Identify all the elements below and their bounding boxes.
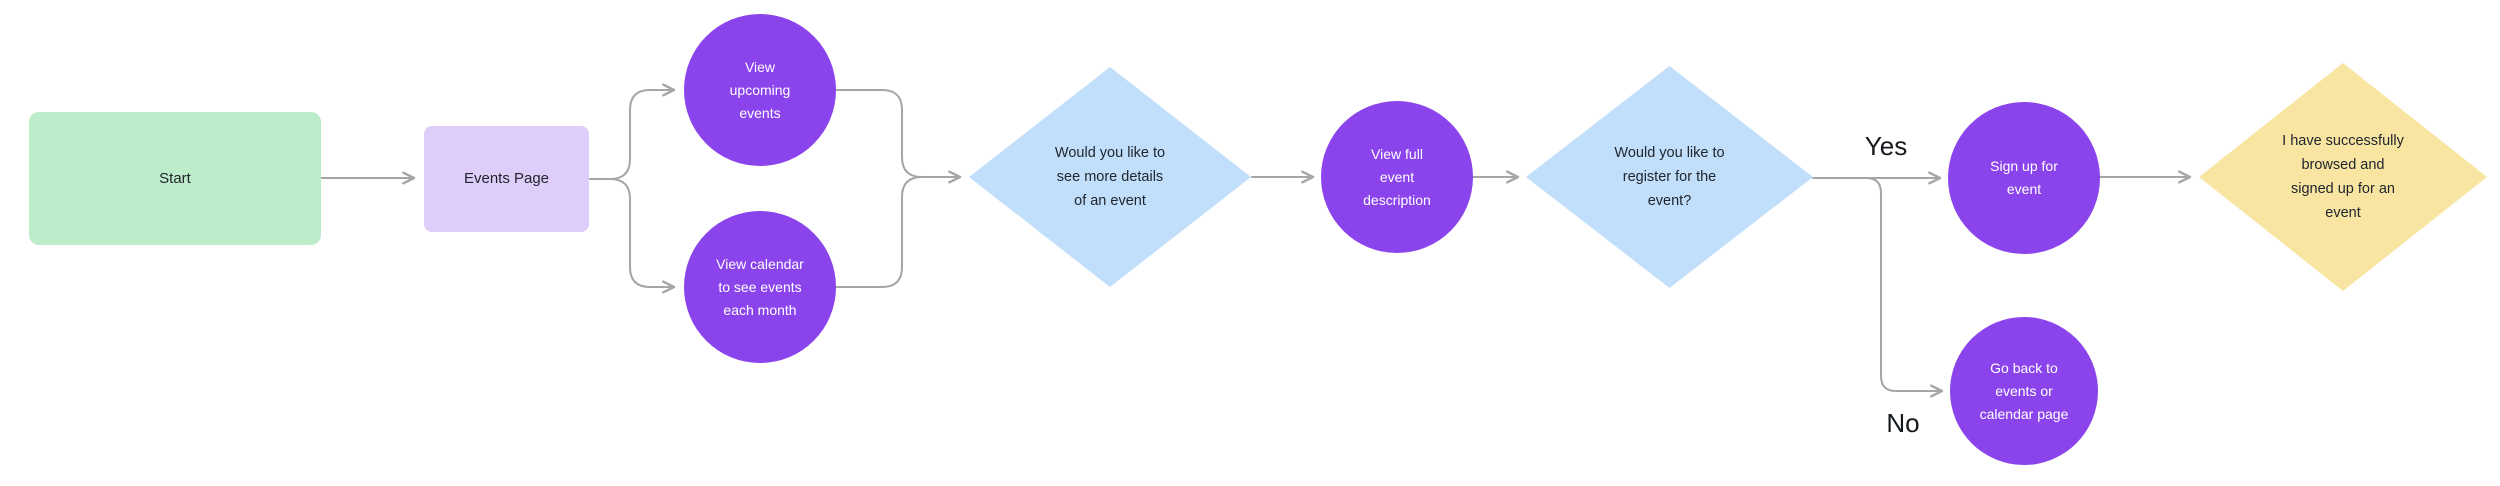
node-label: Would you like to register for the event… — [1614, 145, 1725, 209]
node-view-full-description[interactable]: View full event description — [1321, 101, 1473, 253]
node-label: View upcoming events — [729, 58, 791, 121]
node-view-calendar[interactable]: View calendar to see events each month — [684, 211, 836, 363]
node-view-upcoming-events[interactable]: View upcoming events — [684, 14, 836, 166]
edge-events-to-upcoming — [588, 83, 676, 180]
node-start[interactable]: Start — [29, 112, 321, 245]
node-go-back[interactable]: Go back to events or calendar page — [1950, 317, 2098, 465]
node-label: View full event description — [1363, 145, 1431, 208]
node-label: Events Page — [463, 170, 550, 187]
node-label: Would you like to see more details of an… — [1054, 145, 1166, 209]
node-label: Sign up for event — [1990, 158, 2058, 197]
edge-register-no-to-goback — [1865, 177, 1944, 398]
node-label: I have successfully browsed and signed u… — [2282, 133, 2404, 221]
node-label: Go back to events or calendar page — [1979, 359, 2069, 422]
edge-calendar-to-details — [835, 176, 923, 288]
edge-label-no[interactable]: No — [1886, 408, 1920, 438]
node-sign-up-for-event[interactable]: Sign up for event — [1948, 102, 2100, 254]
edge-events-to-calendar — [588, 178, 676, 294]
node-label: Start — [159, 169, 191, 187]
node-events-page[interactable]: Events Page — [424, 126, 589, 232]
edge-label-yes[interactable]: Yes — [1864, 131, 1908, 161]
node-label: View calendar to see events each month — [716, 255, 804, 318]
edge-upcoming-to-details — [835, 89, 962, 184]
